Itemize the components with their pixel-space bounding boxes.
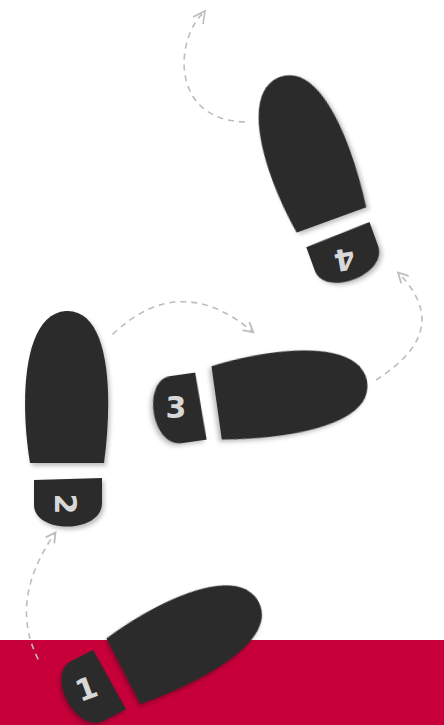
exit-path bbox=[184, 13, 245, 122]
heel bbox=[34, 478, 102, 527]
footprint: 3 bbox=[140, 332, 376, 457]
arrowhead bbox=[398, 273, 409, 284]
dashed-path bbox=[26, 533, 55, 660]
step-arrow bbox=[113, 302, 254, 335]
sole bbox=[25, 310, 108, 462]
dashed-path bbox=[113, 302, 254, 335]
step-number: 2 bbox=[50, 493, 80, 514]
exit-arrowhead bbox=[193, 11, 205, 24]
arrowhead bbox=[243, 322, 254, 332]
sole bbox=[240, 62, 370, 233]
footprint-shape bbox=[232, 58, 398, 302]
heel bbox=[149, 372, 206, 446]
sole bbox=[104, 564, 277, 708]
footprint: 2 bbox=[18, 308, 113, 533]
step-number: 3 bbox=[165, 392, 186, 422]
step-arrow bbox=[26, 533, 55, 660]
arrowhead bbox=[46, 533, 56, 544]
dashed-path bbox=[376, 273, 422, 380]
sole bbox=[210, 340, 372, 444]
heel bbox=[305, 222, 385, 291]
step-arrow bbox=[376, 273, 422, 380]
heel bbox=[51, 648, 125, 725]
footprint: 4 bbox=[232, 58, 398, 302]
